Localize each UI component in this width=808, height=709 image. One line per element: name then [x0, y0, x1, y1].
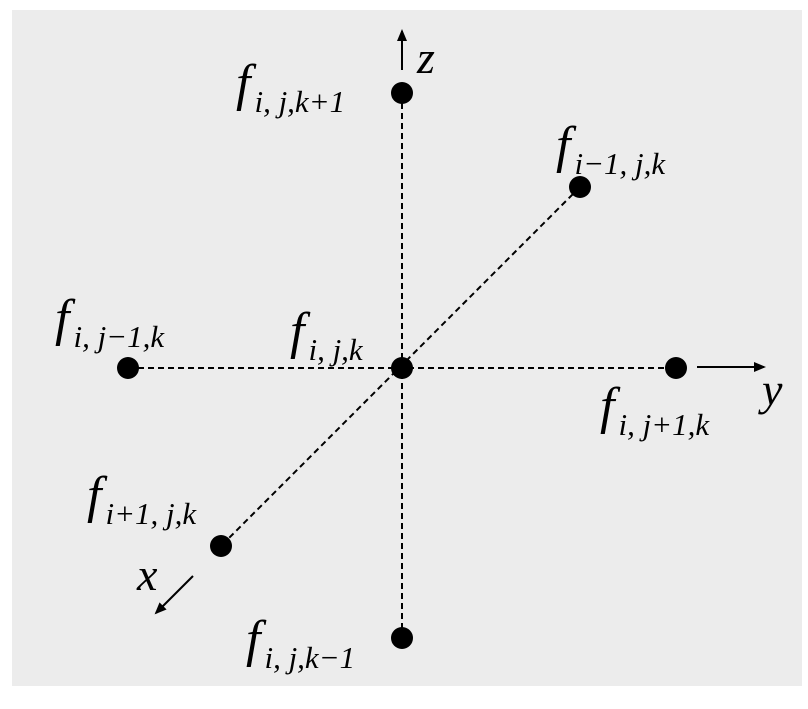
- node-x-minus-subscript: i−1, j,k: [574, 146, 666, 181]
- node-x-minus-dot: [569, 176, 591, 198]
- node-x-plus-dot: [210, 535, 232, 557]
- node-y-minus-subscript: i, j−1,k: [73, 319, 165, 354]
- node-x-plus-subscript: i+1, j,k: [105, 496, 197, 531]
- x-axis-label: x: [136, 549, 158, 600]
- node-z-minus-subscript: i, j,k−1: [264, 640, 355, 675]
- node-z-plus-subscript: i, j,k+1: [254, 84, 345, 119]
- y-axis-label: y: [758, 364, 783, 415]
- z-axis-label: z: [416, 32, 435, 83]
- node-z-minus-dot: [391, 627, 413, 649]
- diagram-background: [12, 10, 802, 686]
- x-axis-arrow: [154, 575, 194, 615]
- node-y-plus-dot: [665, 357, 687, 379]
- node-center-subscript: i, j,k: [308, 332, 363, 367]
- node-center-dot: [391, 357, 413, 379]
- node-z-plus-dot: [391, 82, 413, 104]
- node-y-minus-dot: [117, 357, 139, 379]
- node-y-plus-subscript: i, j+1,k: [618, 407, 710, 442]
